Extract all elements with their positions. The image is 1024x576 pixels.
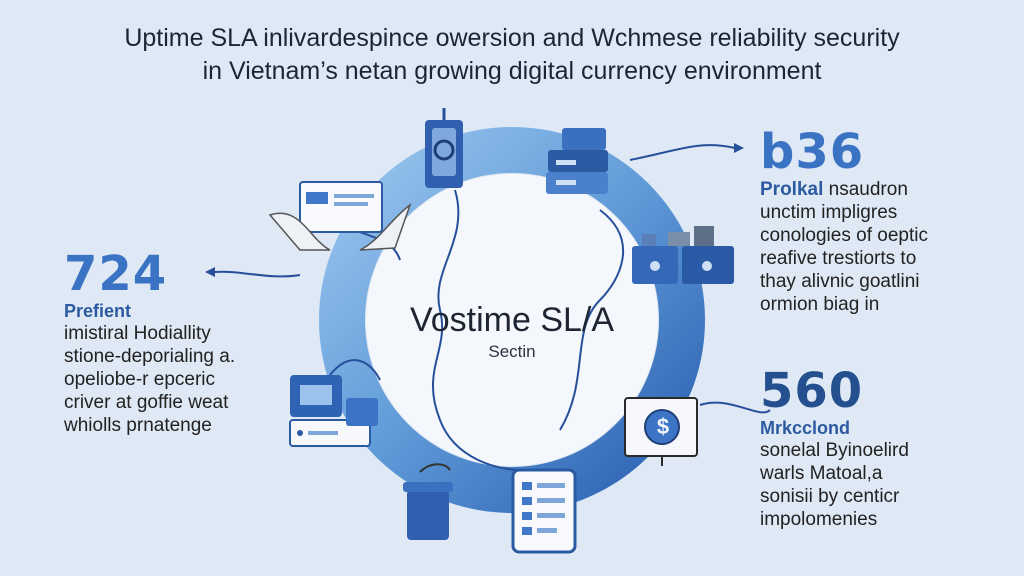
tag-icon [425, 108, 463, 188]
stat-right-top-desc: Prolkal nsaudron unctim impligres conolo… [760, 178, 1000, 316]
stat-right-bottom-desc: sonelal Byinoelird warls Matoal,a sonisi… [760, 439, 1000, 531]
desc-line: stione-deporialing a. [64, 346, 236, 367]
desc-line: whiolls prnatenge [64, 415, 212, 436]
stat-right-bottom: 560 Mrkcclond sonelal Byinoelird warls M… [760, 365, 1000, 531]
stat-right-top-number: b36 [760, 124, 865, 180]
stat-right-top: b36 Prolkal nsaudron unctim impligres co… [760, 126, 1000, 316]
trash-bin-icon [403, 463, 453, 540]
checklist-icon [511, 468, 577, 554]
center-title: Vostime SL/A [409, 301, 615, 339]
desc-line: unctim impligres [760, 202, 898, 223]
stat-left-number: 724 [64, 246, 168, 302]
storage-cabinet-icon [632, 226, 734, 284]
page-title: Uptime SLA inlivardespince owersion and … [0, 22, 1024, 88]
desc-line: Prolkal nsaudron [760, 178, 1000, 201]
desc-line: opeliobe-r epceric [64, 369, 216, 390]
desc-line: conologies of oeptic [760, 225, 928, 246]
desc-line: ormion biag in [760, 294, 880, 315]
server-icon [546, 128, 608, 194]
desc-line: thay alivnic goatlini [760, 271, 920, 292]
desc-line: sonelal Byinoelird [760, 440, 909, 461]
dollar-sign: $ [656, 414, 670, 439]
title-line-2: in Vietnam’s netan growing digital curre… [202, 57, 822, 85]
document-icon [268, 181, 412, 251]
stat-left-desc: imistiral Hodiallity stione-deporialing … [64, 322, 294, 437]
desc-line: reafive trestiorts to [760, 248, 917, 269]
desc-line: warls Matoal,a [760, 463, 883, 484]
stat-right-top-label: Prolkal [760, 179, 824, 200]
arrowheads [205, 143, 744, 277]
title-line-1: Uptime SLA inlivardespince owersion and … [124, 24, 900, 52]
desc-line: sonisii by centicr [760, 486, 900, 507]
monitor-icon [289, 375, 378, 447]
desc-line: imistiral Hodiallity [64, 323, 211, 344]
stat-right-top-label-rest: nsaudron [828, 179, 908, 200]
desc-line: impolomenies [760, 509, 878, 530]
center-subtitle: Sectin [488, 342, 536, 361]
stat-right-bottom-number: 560 [760, 363, 864, 419]
dollar-frame-icon [624, 397, 698, 466]
stat-left-label: Prefient [64, 301, 132, 321]
desc-line: criver at goffie weat [64, 392, 229, 413]
stat-right-bottom-label: Mrkcclond [760, 418, 851, 438]
ring-inner [366, 174, 658, 466]
stat-left: 724 Prefient imistiral Hodiallity stione… [64, 248, 294, 437]
